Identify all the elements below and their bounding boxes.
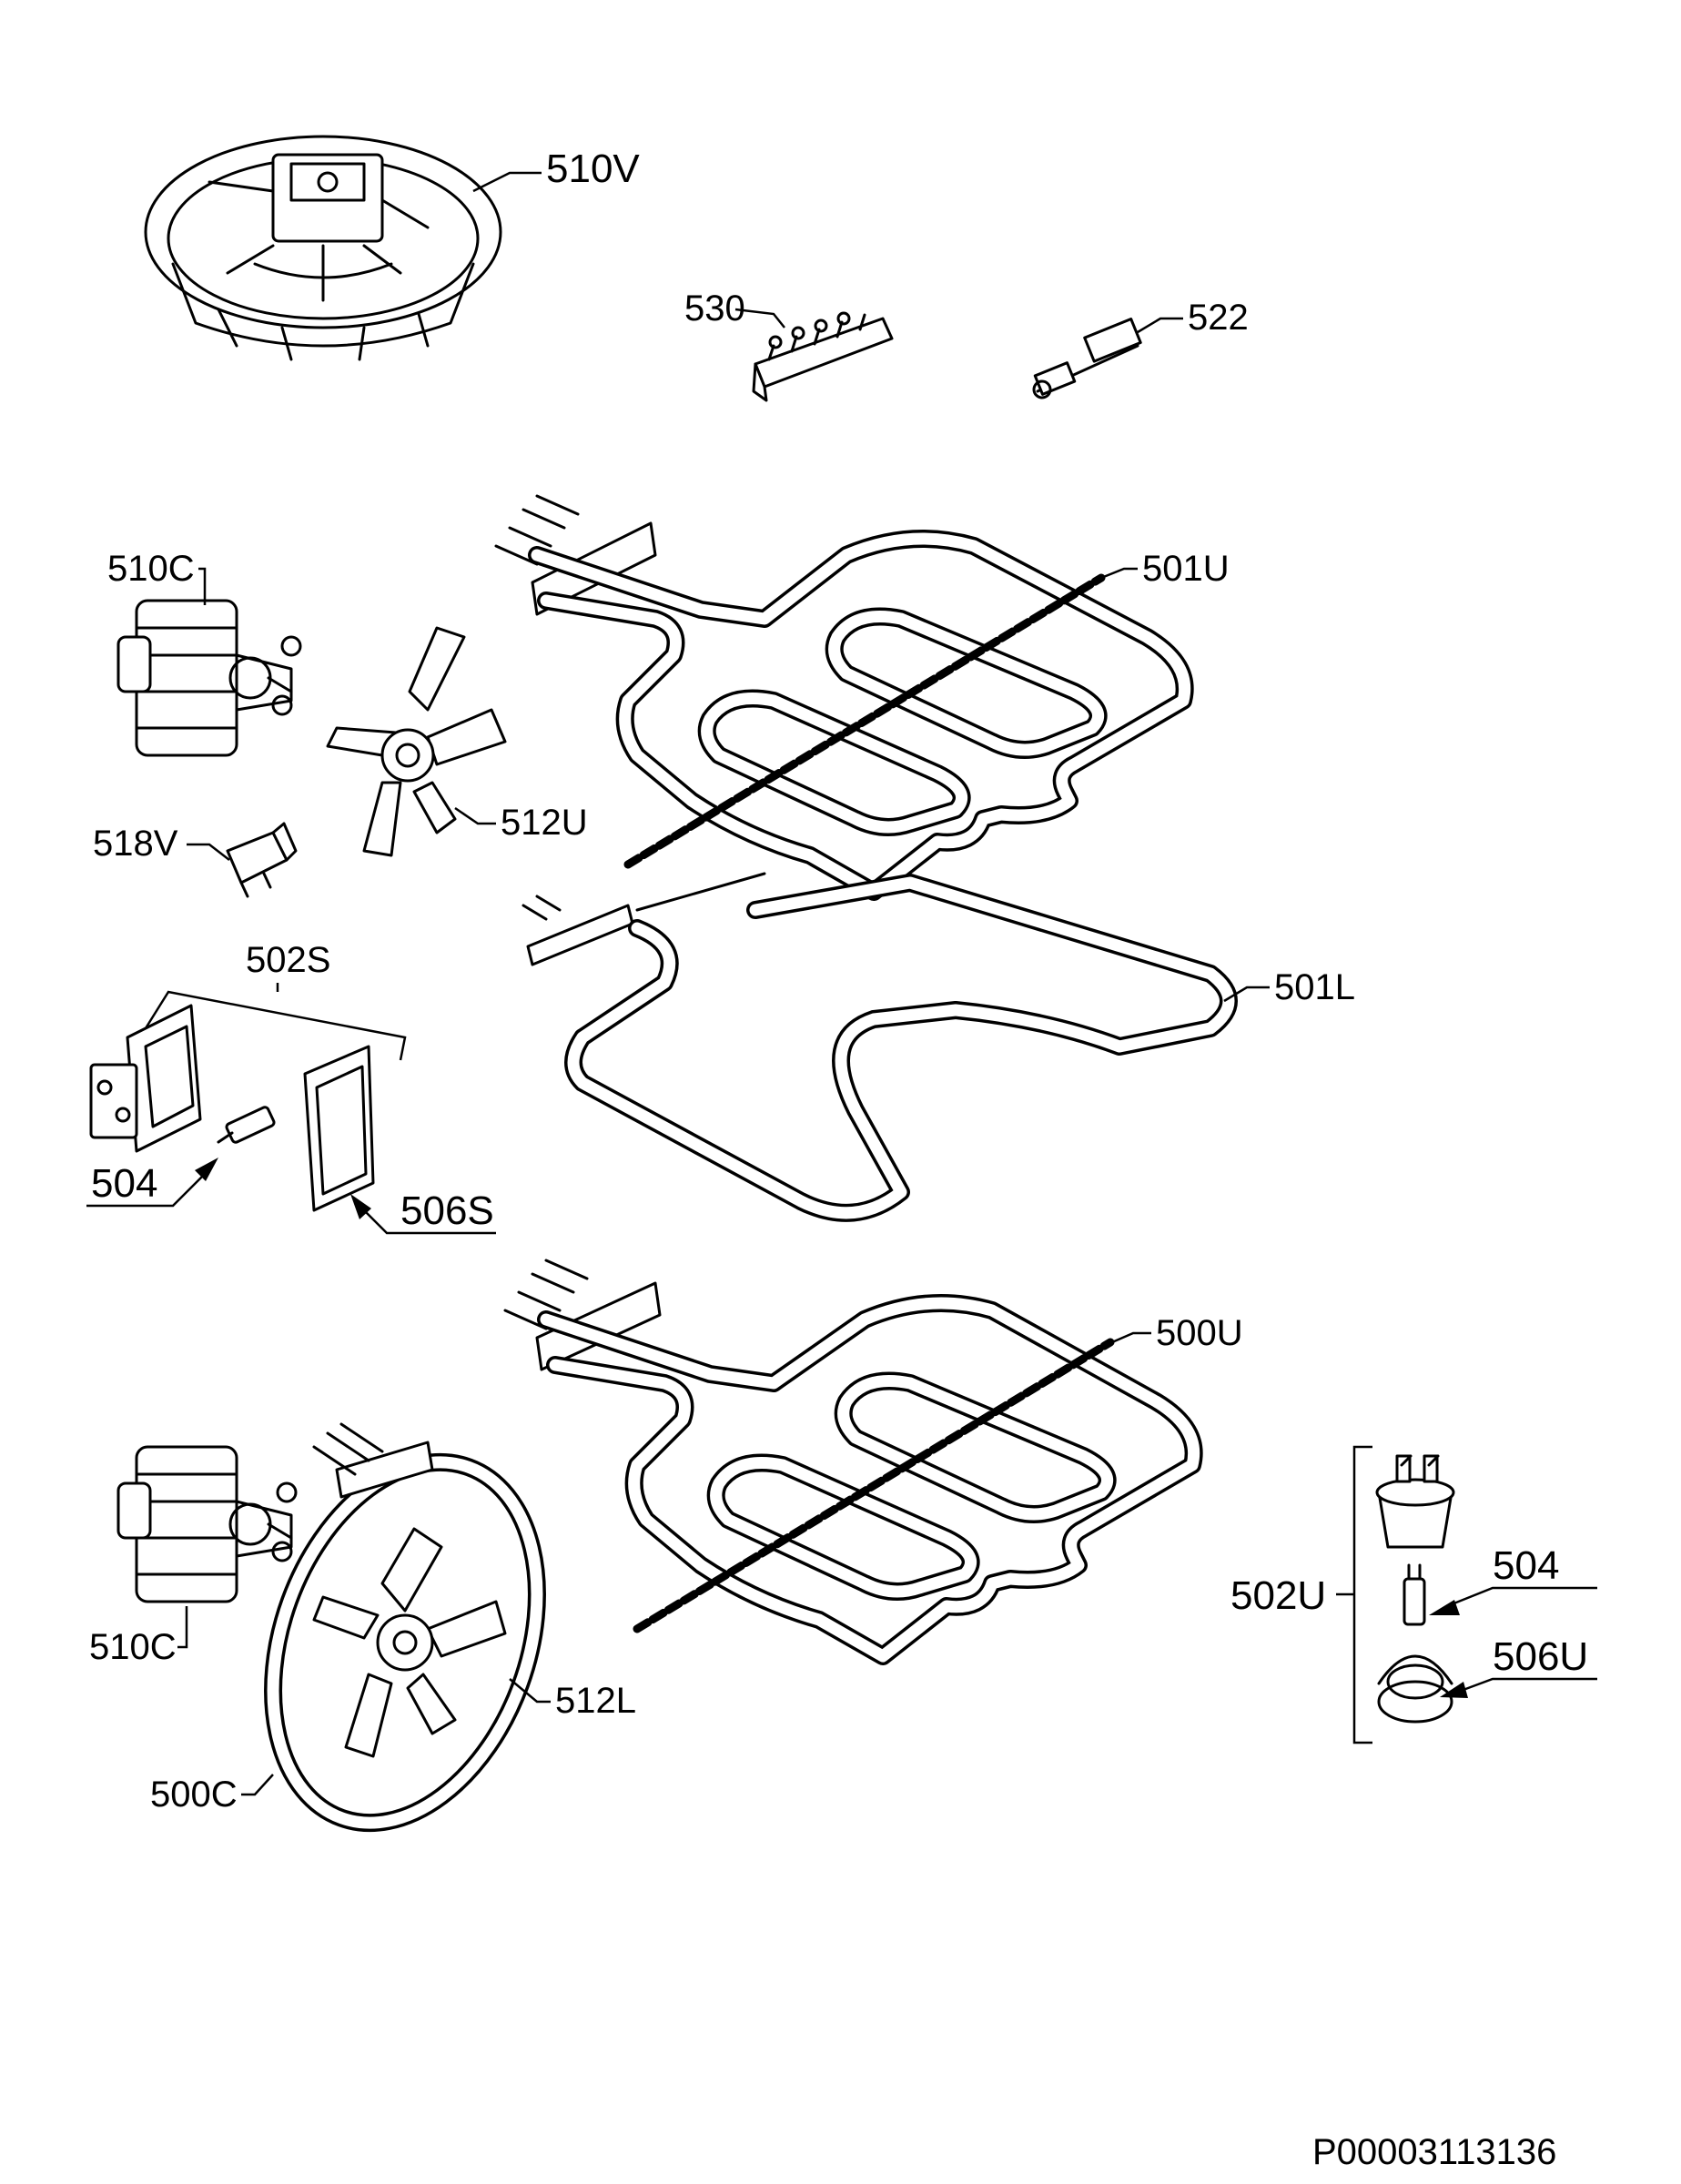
label-504-left: 504 (91, 1161, 157, 1206)
leader-510V (472, 171, 542, 193)
part-lamp-housing-side (89, 1004, 202, 1153)
leader-530 (734, 308, 785, 329)
leader-510C-bottom (177, 1606, 188, 1649)
part-512U-fan-blade (326, 626, 507, 857)
label-512U: 512U (501, 803, 588, 843)
label-502S: 502S (246, 940, 330, 980)
label-512L: 512L (555, 1681, 636, 1721)
part-501U-heating-element (494, 494, 1194, 901)
part-500U-heating-element (503, 1259, 1203, 1665)
arrow-506U (1440, 1682, 1468, 1698)
leader-510C-top (198, 567, 207, 605)
label-518V: 518V (93, 824, 178, 864)
document-id: P00003113136 (1312, 2132, 1556, 2172)
leader-501L (1223, 986, 1270, 1003)
label-500C: 500C (150, 1774, 238, 1815)
part-506U-lamp-cover (1377, 1654, 1453, 1724)
leader-504-right (1446, 1586, 1597, 1608)
part-510C-motor-bottom (116, 1445, 298, 1603)
leader-512L (509, 1678, 551, 1704)
part-506S-lamp-cover (303, 1045, 375, 1212)
leader-504-left (86, 1173, 206, 1208)
label-501L: 501L (1274, 967, 1355, 1007)
part-501L-loop-element (522, 872, 1238, 1222)
leader-518V (187, 843, 230, 861)
part-510C-motor-top (116, 599, 302, 757)
part-510V-fan-assembly (144, 135, 502, 361)
leader-512U (454, 806, 496, 825)
label-510V: 510V (546, 147, 640, 191)
label-530: 530 (684, 288, 745, 329)
label-510C-top: 510C (107, 549, 195, 589)
label-504-right: 504 (1493, 1543, 1559, 1588)
part-518V-switch (226, 822, 298, 898)
leader-506U (1460, 1677, 1597, 1693)
part-530-terminal-block (752, 311, 894, 402)
leader-506S (363, 1209, 496, 1235)
label-502U: 502U (1230, 1573, 1326, 1618)
leader-500C (241, 1774, 274, 1796)
arrow-504-right (1429, 1600, 1460, 1615)
part-lamp-holder-rear (1375, 1454, 1455, 1549)
label-500U: 500U (1156, 1313, 1243, 1353)
bracket-502U (1352, 1445, 1372, 1744)
part-504-bulb-left (217, 1106, 276, 1144)
label-506S: 506S (400, 1188, 494, 1233)
part-522-sensor (1032, 318, 1142, 399)
arrow-504-left (195, 1158, 218, 1181)
arrow-506S (350, 1194, 371, 1219)
part-504-bulb-right (1403, 1563, 1426, 1626)
part-512L-fan-blade (312, 1527, 507, 1758)
label-510C-bottom: 510C (89, 1627, 177, 1667)
leader-501U (1100, 567, 1138, 580)
label-506U: 506U (1493, 1634, 1588, 1679)
leader-522 (1137, 317, 1183, 334)
label-522: 522 (1188, 298, 1249, 338)
leader-500U (1111, 1331, 1151, 1344)
part-500C-circular-element (264, 1422, 546, 1833)
label-501U: 501U (1142, 549, 1230, 589)
bracket-502S (144, 990, 407, 1061)
